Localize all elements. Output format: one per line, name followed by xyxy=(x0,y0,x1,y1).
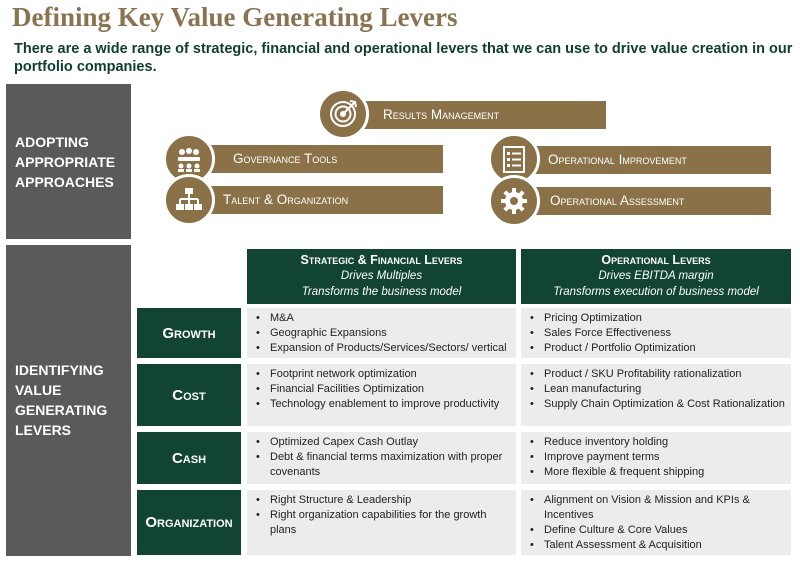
column-subline: Transforms the business model xyxy=(301,286,462,298)
column-subline: Transforms execution of business model xyxy=(553,286,759,298)
column-header-operational: Operational Levers Drives EBITDA margin … xyxy=(521,249,791,304)
list-item: Debt & financial terms maximization with… xyxy=(255,450,510,480)
list-item: Product / Portfolio Optimization xyxy=(529,341,785,356)
row-label-cash: Cash xyxy=(137,432,241,484)
list-item: Lean manufacturing xyxy=(529,382,785,397)
row-label-growth: Growth xyxy=(137,308,241,358)
cell-cash-operational: Reduce inventory holding Improve payment… xyxy=(521,432,791,484)
page-title: Defining Key Value Generating Levers xyxy=(12,2,458,32)
section-label-approaches: ADOPTING APPROPRIATE APPROACHES xyxy=(6,84,131,239)
list-item: M&A xyxy=(255,311,510,326)
target-icon xyxy=(317,88,369,140)
list-item: Talent Assessment & Acquisition xyxy=(529,538,785,553)
operational-improvement-bar: Operational Improvement xyxy=(530,146,771,174)
governance-tools-bar: Governance Tools xyxy=(205,145,443,173)
list-item: Supply Chain Optimization & Cost Rationa… xyxy=(529,397,785,412)
column-header-strategic: Strategic & Financial Levers Drives Mult… xyxy=(247,249,516,304)
section-label-text: IDENTIFYING VALUE GENERATING LEVERS xyxy=(15,362,108,438)
cell-growth-operational: Pricing Optimization Sales Force Effecti… xyxy=(521,308,791,358)
row-label-cost: Cost xyxy=(137,364,241,426)
list-item: More flexible & frequent shipping xyxy=(529,465,785,480)
cell-cost-strategic: Footprint network optimization Financial… xyxy=(247,364,516,426)
section-label-text: ADOPTING APPROPRIATE APPROACHES xyxy=(15,134,116,190)
list-item: Technology enablement to improve product… xyxy=(255,397,510,412)
operational-assessment-bar: Operational Assessment xyxy=(530,187,771,215)
column-heading: Strategic & Financial Levers xyxy=(300,253,463,267)
talent-organization-bar: Talent & Organization xyxy=(205,186,443,214)
list-item: Define Culture & Core Values xyxy=(529,523,785,538)
list-item: Expansion of Products/Services/Sectors/ … xyxy=(255,341,510,356)
group-meeting-icon xyxy=(163,133,215,185)
list-item: Alignment on Vision & Mission and KPIs &… xyxy=(529,493,785,523)
list-item: Footprint network optimization xyxy=(255,367,510,382)
list-item: Improve payment terms xyxy=(529,450,785,465)
cell-cash-strategic: Optimized Capex Cash Outlay Debt & finan… xyxy=(247,432,516,484)
results-management-bar: Results Management xyxy=(358,101,606,129)
cell-organization-strategic: Right Structure & Leadership Right organ… xyxy=(247,490,516,555)
org-chart-icon xyxy=(163,174,215,226)
column-subline: Drives Multiples xyxy=(340,270,423,282)
gear-icon xyxy=(488,175,540,227)
list-item: Sales Force Effectiveness xyxy=(529,326,785,341)
cell-cost-operational: Product / SKU Profitability rationalizat… xyxy=(521,364,791,426)
column-heading: Operational Levers xyxy=(601,253,711,267)
cell-growth-strategic: M&A Geographic Expansions Expansion of P… xyxy=(247,308,516,358)
cell-organization-operational: Alignment on Vision & Mission and KPIs &… xyxy=(521,490,791,555)
list-item: Right Structure & Leadership xyxy=(255,493,510,508)
row-label-organization: Organization xyxy=(137,490,241,555)
list-item: Right organization capabilities for the … xyxy=(255,508,510,538)
page-subtitle: There are a wide range of strategic, fin… xyxy=(14,41,793,75)
column-subline: Drives EBITDA margin xyxy=(598,270,714,282)
list-item: Optimized Capex Cash Outlay xyxy=(255,435,510,450)
list-item: Financial Facilities Optimization xyxy=(255,382,510,397)
list-item: Geographic Expansions xyxy=(255,326,510,341)
list-item: Pricing Optimization xyxy=(529,311,785,326)
list-item: Product / SKU Profitability rationalizat… xyxy=(529,367,785,382)
list-item: Reduce inventory holding xyxy=(529,435,785,450)
section-label-levers: IDENTIFYING VALUE GENERATING LEVERS xyxy=(6,245,131,556)
